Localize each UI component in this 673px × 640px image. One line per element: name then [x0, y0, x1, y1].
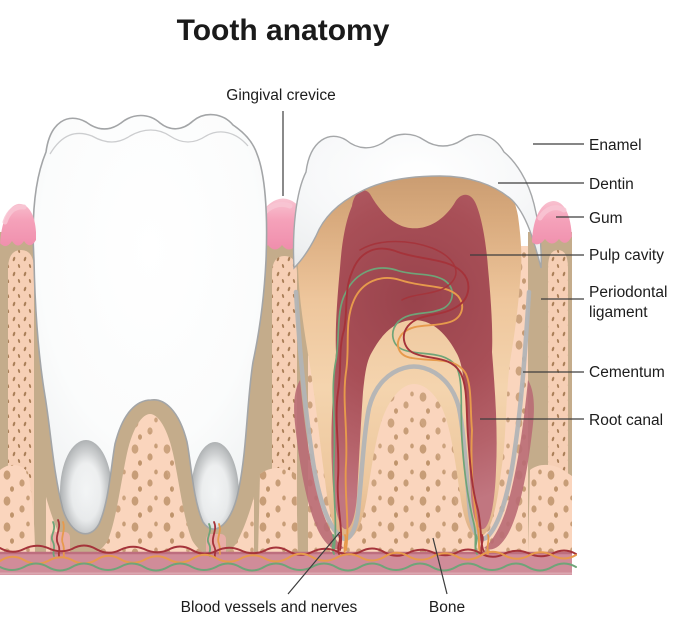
gum-left: [0, 203, 36, 247]
pulp-vessels: [332, 240, 485, 553]
left-tooth-crown-contour: [49, 129, 249, 155]
vessel-orange: [343, 277, 481, 553]
label-pulp-cavity: Pulp cavity: [589, 247, 664, 264]
band-vessel-green: [0, 562, 577, 572]
root-ligament-left: [294, 380, 344, 550]
figure-title: Tooth anatomy: [176, 14, 390, 47]
band-vessel-red: [0, 544, 577, 558]
label-dentin: Dentin: [589, 176, 634, 193]
bone-wedges: [0, 430, 572, 556]
cementum-layer: [293, 289, 532, 541]
band-vessel-orange: [0, 550, 577, 565]
label-blood-vessels-and-nerves: Blood vessels and nerves: [180, 599, 358, 616]
label-periodontal-ligament: Periodontal ligament: [589, 284, 668, 321]
right-tooth-cross-section: [292, 133, 542, 556]
nerve-green: [332, 267, 477, 553]
label-bone: Bone: [428, 599, 466, 616]
leader-lines: [282, 111, 584, 595]
vessel-red: [335, 247, 485, 553]
leader-bone: [432, 537, 448, 595]
label-enamel: Enamel: [589, 137, 642, 154]
neurovascular-band: [0, 519, 577, 575]
label-root-canal: Root canal: [589, 412, 664, 429]
left-tooth: [32, 113, 268, 535]
label-cementum: Cementum: [589, 364, 665, 381]
root-ligament-right: [484, 380, 534, 550]
horizontal-vessels: [0, 544, 577, 572]
label-gum: Gum: [589, 210, 623, 227]
label-gingival-crevice: Gingival crevice: [226, 87, 336, 104]
gum-right: [532, 201, 572, 245]
leader-blood-vessels: [287, 531, 341, 595]
